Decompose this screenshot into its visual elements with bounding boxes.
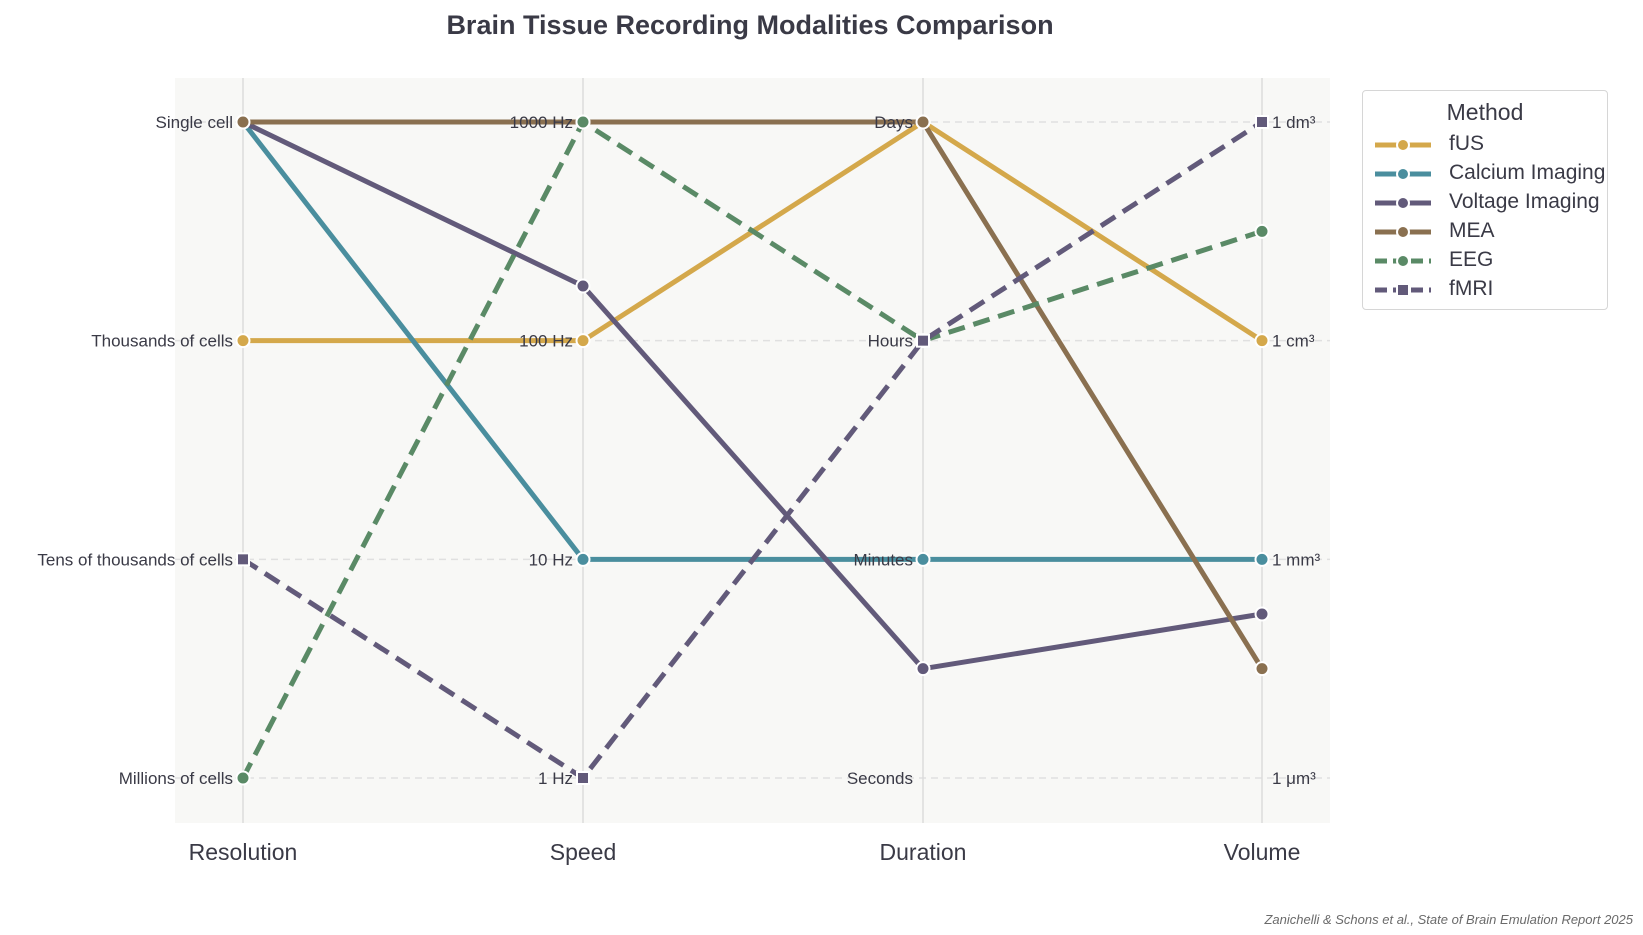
tick-label: Seconds <box>847 769 913 788</box>
tick-label: 1 Hz <box>538 769 573 788</box>
tick-label-layer: Millions of cells Tens of thousands of ce… <box>37 113 1320 788</box>
series-line <box>240 119 1263 780</box>
data-point <box>576 771 590 785</box>
legend-swatch-marker <box>1396 196 1410 210</box>
legend-item: Voltage Imaging <box>1373 189 1603 217</box>
axis-name: Resolution <box>189 839 298 865</box>
data-point <box>235 114 251 130</box>
data-point <box>575 551 591 567</box>
legend-swatch <box>1375 254 1431 268</box>
axis-name-layer: Resolution Speed Duration Volume <box>189 839 1301 865</box>
tick-label: 1 μm³ <box>1272 769 1316 788</box>
legend-item: fUS <box>1373 131 1603 159</box>
legend-swatch-marker <box>1396 254 1410 268</box>
data-point <box>1255 115 1269 129</box>
legend-swatch <box>1375 167 1431 181</box>
tick-label: 1000 Hz <box>510 113 573 132</box>
legend-swatch <box>1375 283 1431 297</box>
legend-label: EEG <box>1449 248 1494 271</box>
axis-name: Speed <box>550 839 617 865</box>
tick-label: 1 dm³ <box>1272 113 1316 132</box>
legend-label: Calcium Imaging <box>1449 161 1606 184</box>
legend-item: fMRI <box>1373 276 1603 304</box>
data-point <box>916 333 930 348</box>
data-point <box>575 333 591 349</box>
tick-label: Days <box>874 113 913 132</box>
legend-swatch-marker <box>1396 225 1410 239</box>
chart-title: Brain Tissue Recording Modalities Compar… <box>446 10 1054 40</box>
axes-layer <box>242 78 1263 823</box>
data-point <box>1254 223 1270 239</box>
series-line <box>243 119 1265 670</box>
data-point <box>1254 661 1270 677</box>
legend-swatch-marker <box>1396 167 1410 181</box>
legend-item: MEA <box>1373 218 1603 246</box>
series-line <box>241 119 1263 672</box>
source-note: Zanichelli & Schons et al., State of Bra… <box>1264 912 1633 927</box>
legend-title: Method <box>1446 99 1524 125</box>
tick-label: Tens of thousands of cells <box>37 550 233 569</box>
legend-swatch-marker <box>1396 138 1410 152</box>
legend-item: EEG <box>1373 247 1603 275</box>
legend-label: fUS <box>1449 132 1485 155</box>
legend-label: MEA <box>1449 219 1495 242</box>
legend-swatch <box>1375 138 1431 152</box>
legend-swatch-marker <box>1396 283 1410 297</box>
tick-label: 10 Hz <box>529 550 573 569</box>
axis-name: Volume <box>1224 839 1301 865</box>
data-point <box>235 333 251 349</box>
data-point <box>1254 606 1270 622</box>
data-point <box>235 770 251 786</box>
data-point <box>915 661 931 677</box>
legend-label: fMRI <box>1449 277 1494 300</box>
axis-name: Duration <box>880 839 967 865</box>
tick-label: Millions of cells <box>119 769 233 788</box>
data-point <box>1254 551 1270 567</box>
series-layer <box>235 114 1270 786</box>
tick-label: Hours <box>868 332 913 351</box>
data-point <box>915 114 931 130</box>
tick-label: Thousands of cells <box>91 332 233 351</box>
plot-background <box>175 78 1330 823</box>
tick-label: 1 cm³ <box>1272 332 1315 351</box>
legend-swatch <box>1375 196 1431 210</box>
data-point <box>575 278 591 294</box>
tick-label: Minutes <box>853 550 913 569</box>
series-line <box>241 119 1264 781</box>
tick-label: Single cell <box>156 113 234 132</box>
tick-label: 1 mm³ <box>1272 550 1321 569</box>
legend-swatch <box>1375 225 1431 239</box>
legend-item: Calcium Imaging <box>1373 160 1606 188</box>
data-point <box>915 551 931 567</box>
data-point <box>236 552 250 567</box>
data-point <box>1254 333 1270 349</box>
legend-label: Voltage Imaging <box>1449 190 1600 213</box>
tick-label: 100 Hz <box>519 332 573 351</box>
data-point <box>575 114 591 130</box>
